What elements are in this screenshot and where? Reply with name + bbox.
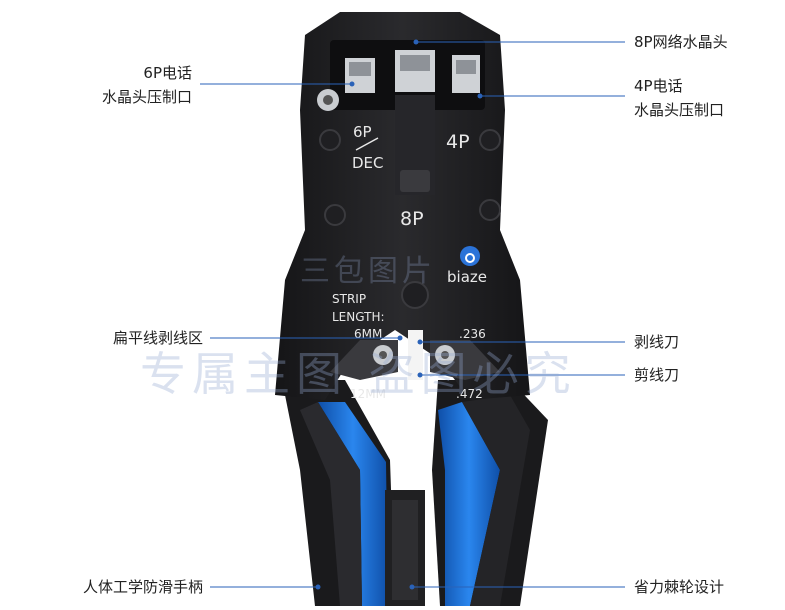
tool-head: 6P DEC 4P 8P biaze STRIP LENGTH: 6MM .23… [275, 12, 530, 401]
marking-strip: STRIP [332, 292, 366, 306]
marking-12mm: 12MM [350, 387, 386, 401]
watermark-main: 专属主图 盗图必究 [140, 347, 577, 401]
brand-name: biaze [447, 268, 487, 286]
marking-236: .236 [459, 327, 486, 341]
label-flat-cable-strip: 扁平线剥线区 [112, 329, 203, 347]
watermark-small: 三包图片 [300, 254, 436, 289]
callout-lines [200, 41, 625, 588]
brand-logo-icon [460, 246, 480, 266]
label-6p-line1: 6P电话 [143, 64, 192, 82]
ratchet-mechanism [385, 490, 425, 606]
marking-8p: 8P [400, 208, 424, 230]
label-ratchet: 省力棘轮设计 [634, 578, 725, 596]
cutting-blade-right [430, 340, 500, 380]
marking-472: .472 [456, 387, 483, 401]
right-handle [432, 380, 548, 606]
marking-6p: 6P [353, 123, 372, 141]
crimp-cavity-8p [395, 50, 435, 92]
stripping-blade-left [330, 340, 398, 380]
label-strip-blade: 剥线刀 [634, 333, 680, 351]
crimp-cavity-6p [345, 58, 375, 93]
label-cut-blade: 剪线刀 [634, 366, 680, 384]
label-6p-line2: 水晶头压制口 [101, 88, 192, 106]
label-4p-line1: 4P电话 [634, 77, 683, 95]
label-8p-crimp: 8P网络水晶头 [634, 33, 728, 51]
label-4p-line2: 水晶头压制口 [634, 101, 725, 119]
marking-length: LENGTH: [332, 310, 385, 324]
marking-dec: DEC [352, 154, 384, 172]
label-ergonomic-handle: 人体工学防滑手柄 [82, 578, 203, 596]
marking-4p: 4P [446, 131, 470, 153]
crimp-cavity-4p [452, 55, 480, 93]
left-handle [282, 380, 395, 606]
